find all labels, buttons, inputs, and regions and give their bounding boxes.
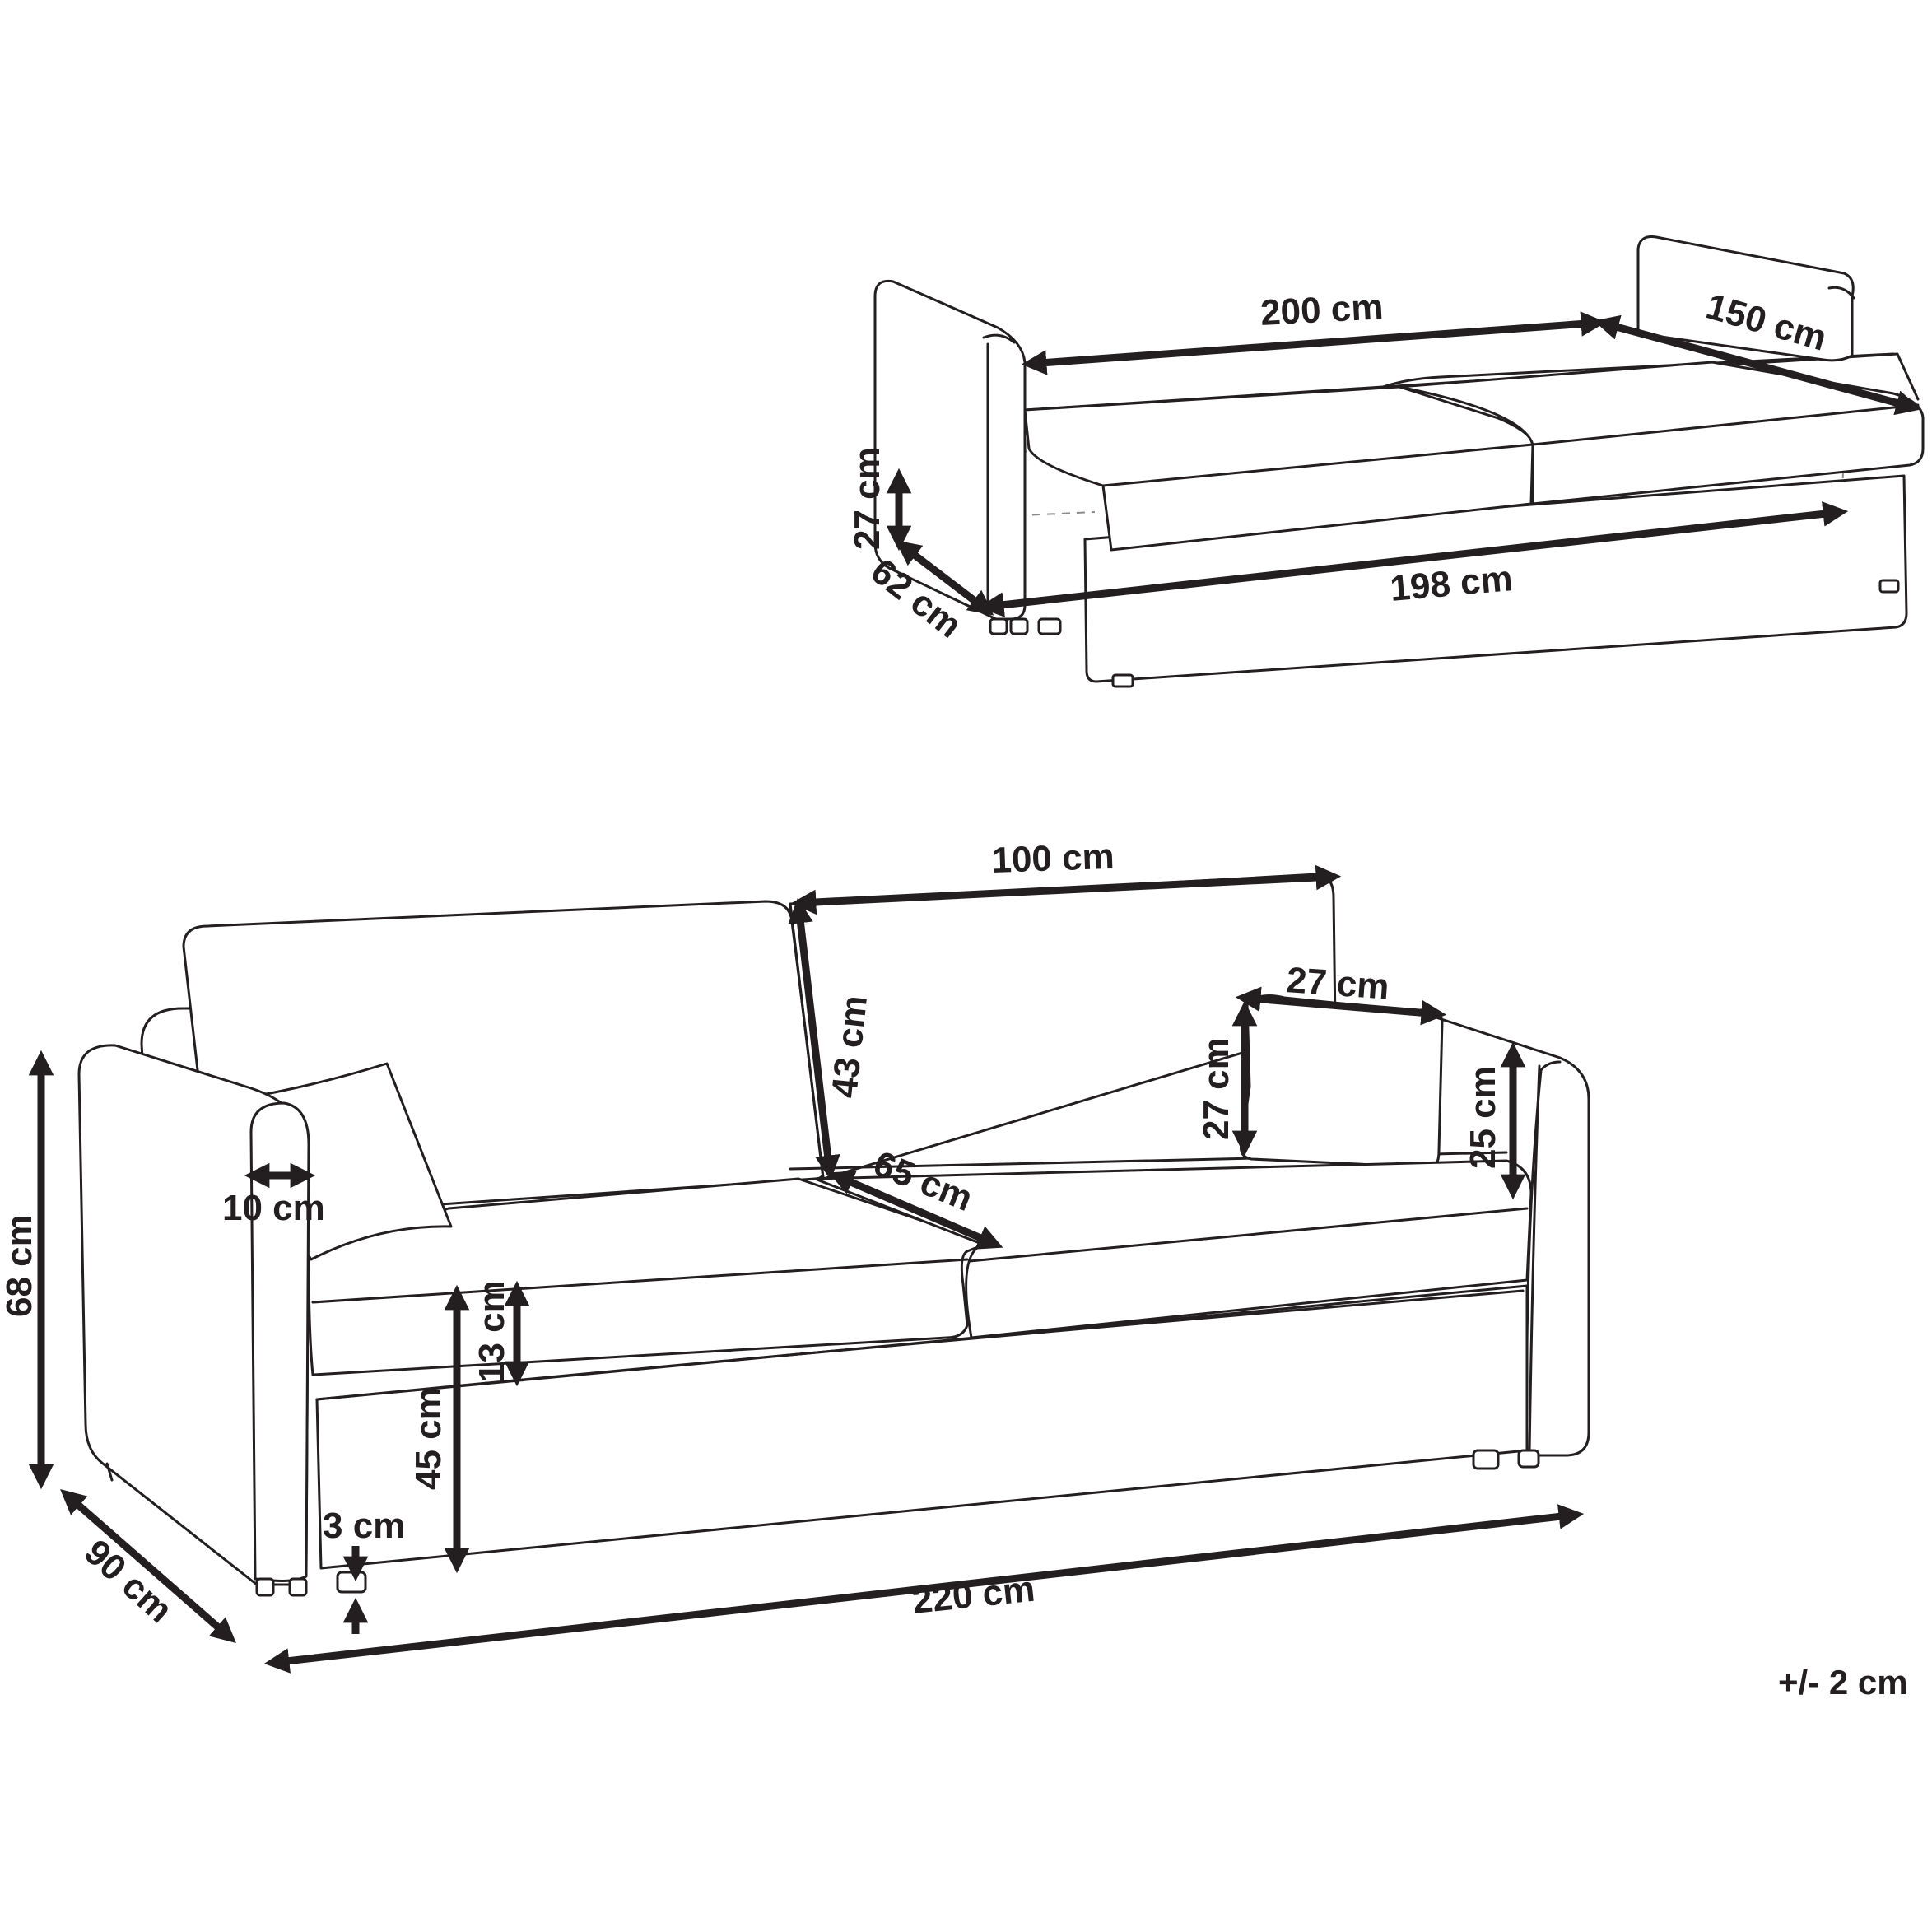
- bed-base-depth-arrow: [895, 540, 994, 616]
- armrest-width-label: 10 cm: [222, 1188, 325, 1228]
- leg-height-label: 3 cm: [323, 1506, 405, 1546]
- pillow-width-arrow: [1235, 986, 1447, 1026]
- bed-drawing: 200 cm 150 cm 27 cm 62 cm 198 cm: [847, 235, 1925, 688]
- tolerance-note: +/- 2 cm: [1778, 1663, 1908, 1702]
- sofa-length-label: 220 cm: [910, 1569, 1037, 1622]
- backrest-height-arrow: [788, 897, 840, 1181]
- bed-length-arrow: [1021, 311, 1607, 375]
- sofa-drawing: 100 cm 43 cm 27 cm 27 cm 25 cm 10 cm 68 …: [0, 836, 1590, 1674]
- seat-height-label: 45 cm: [408, 1387, 449, 1490]
- bed-width-arrow: [1594, 314, 1921, 416]
- cushion-height-label: 13 cm: [472, 1280, 512, 1383]
- backrest-width-arrow: [790, 864, 1342, 915]
- seat-depth-arrow: [828, 1171, 1003, 1250]
- pillow-width-label: 27 cm: [1285, 960, 1390, 1008]
- sofa-length-arrow: [263, 1504, 1585, 1674]
- bed-base-length-arrow: [978, 501, 1849, 617]
- backrest-width-label: 100 cm: [991, 836, 1115, 881]
- armrest-height-label: 25 cm: [1463, 1066, 1503, 1169]
- pillow-height-label: 27 cm: [1196, 1037, 1236, 1140]
- bed-length-label: 200 cm: [1259, 286, 1385, 333]
- total-height-label: 68 cm: [0, 1214, 40, 1317]
- sofa-depth-arrow: [60, 1488, 236, 1644]
- bed-base-height-label: 27 cm: [847, 447, 887, 550]
